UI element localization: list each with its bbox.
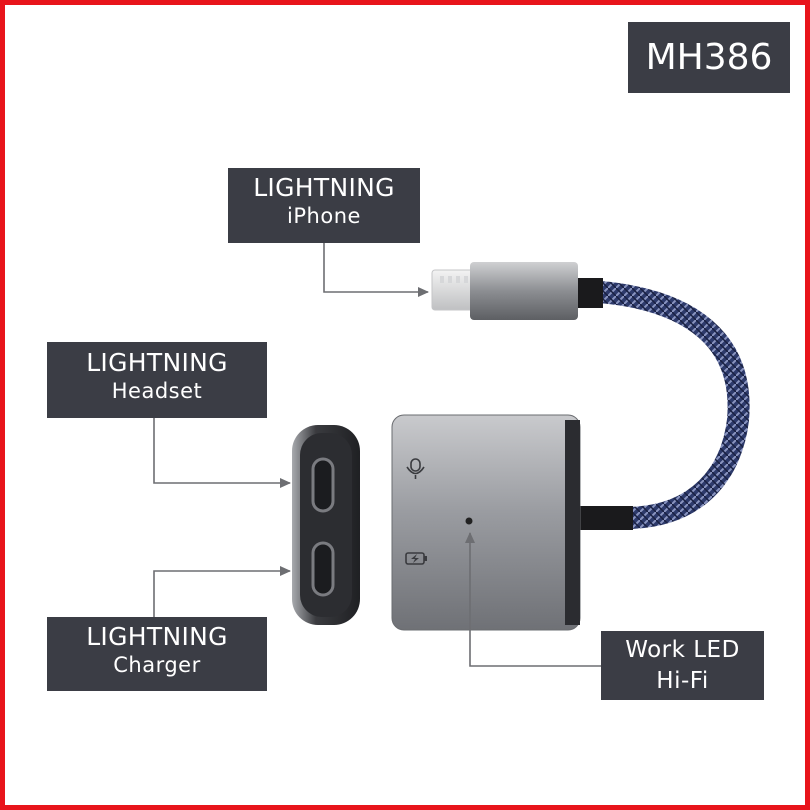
iphone-leader-line: [323, 243, 429, 297]
braided-cable: [599, 281, 750, 530]
headset-leader-line: [153, 418, 291, 488]
callout-iphone-subtitle: iPhone: [287, 204, 361, 228]
cable-strain-relief-top: [577, 278, 603, 308]
callout-headset: LIGHTNING Headset: [47, 342, 267, 418]
callout-charger-title: LIGHTNING: [86, 622, 228, 651]
callout-headset-title: LIGHTNING: [86, 348, 228, 377]
callout-headset-subtitle: Headset: [111, 379, 203, 403]
callout-charger: LIGHTNING Charger: [47, 617, 267, 691]
adapter-body: [391, 414, 581, 631]
microphone-icon: [406, 458, 425, 479]
model-number-badge: MH386: [628, 22, 790, 93]
charger-port: [311, 541, 335, 597]
cable-strain-relief-body: [575, 506, 633, 530]
lightning-plug-icon: [431, 262, 578, 320]
callout-led-subtitle: Hi-Fi: [656, 668, 709, 694]
charger-leader-line: [153, 566, 291, 617]
callout-charger-subtitle: Charger: [113, 653, 201, 677]
led-leader-line: [465, 532, 601, 667]
port-end-cap: [292, 425, 360, 625]
callout-iphone: LIGHTNING iPhone: [228, 168, 420, 243]
callout-led-title: Work LED: [625, 637, 740, 663]
callout-iphone-title: LIGHTNING: [253, 173, 395, 202]
headset-port: [311, 457, 335, 513]
battery-charge-icon: [405, 552, 427, 565]
work-led-dot: [465, 517, 473, 525]
callout-work-led: Work LED Hi-Fi: [601, 631, 764, 700]
